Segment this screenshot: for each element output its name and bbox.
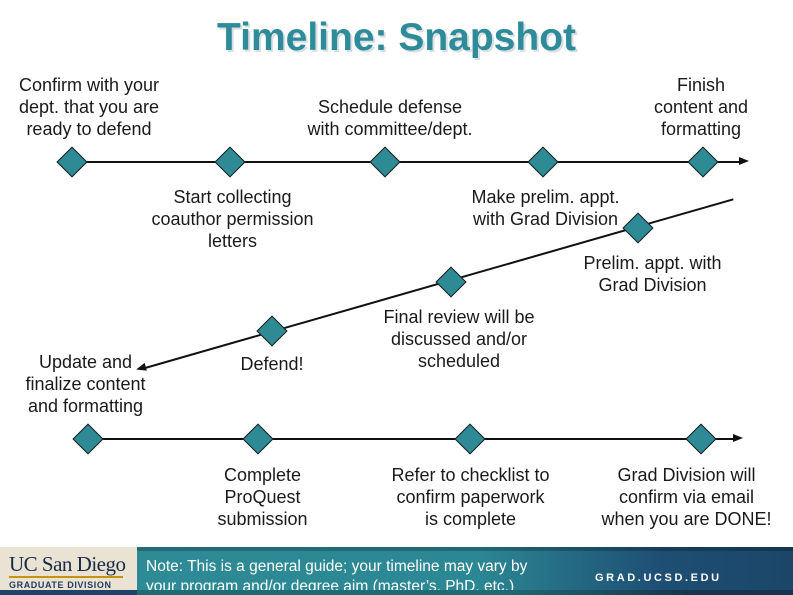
- site-url: GRAD.UCSD.EDU: [595, 572, 722, 584]
- milestone-label: Complete ProQuest submission: [217, 465, 308, 529]
- timeline-diamond-icon: [242, 423, 274, 455]
- milestone-label: Defend!: [240, 354, 304, 374]
- timeline-diamond-icon: [435, 266, 467, 298]
- logo-wordmark: UC San Diego: [9, 552, 126, 576]
- milestone-label: Confirm with your dept. that you are rea…: [18, 75, 160, 139]
- milestone-label: Final review will be discussed and/or sc…: [383, 307, 535, 371]
- footer-note-bar: Note: This is a general guide; your time…: [137, 547, 793, 595]
- footer-bottom-edge: [137, 590, 793, 595]
- timeline-arrow-line: [72, 156, 749, 165]
- timeline-diamond-icon: [369, 146, 401, 178]
- milestone-label: Start collecting coauthor permission let…: [151, 187, 314, 251]
- milestone-label: Refer to checklist to confirm paperwork …: [391, 465, 550, 529]
- timeline-diamond-icon: [687, 146, 719, 178]
- page-title: Timeline: Snapshot: [217, 16, 576, 59]
- arrow-right-icon: [739, 156, 749, 165]
- milestone-label: Make prelim. appt. with Grad Division: [471, 187, 620, 229]
- milestone-label: Schedule defense with committee/dept.: [307, 97, 473, 139]
- timeline-diamond-icon: [454, 423, 486, 455]
- milestone-label: Update and finalize content and formatti…: [25, 352, 146, 416]
- uc-san-diego-logo: UC San Diego GRADUATE DIVISION: [0, 547, 137, 590]
- timeline-arrow-line: [88, 433, 743, 442]
- milestone-label: Prelim. appt. with Grad Division: [583, 253, 722, 295]
- timeline-diamond-icon: [72, 423, 104, 455]
- logo-division-label: GRADUATE DIVISION: [9, 580, 112, 590]
- footer-bottom-edge: [0, 590, 137, 595]
- footer: UC San Diego GRADUATE DIVISION Note: Thi…: [0, 547, 793, 595]
- timeline-diamond-icon: [685, 423, 717, 455]
- logo-gold-rule: [9, 576, 123, 578]
- timeline-diamond-icon: [256, 315, 288, 347]
- timeline-diamond-icon: [56, 146, 88, 178]
- milestone-label: Grad Division will confirm via email whe…: [601, 465, 772, 529]
- arrow-right-icon: [733, 433, 743, 442]
- timeline-diamond-icon: [527, 146, 559, 178]
- milestone-label: Finish content and formatting: [653, 75, 749, 139]
- timeline-diamond-icon: [214, 146, 246, 178]
